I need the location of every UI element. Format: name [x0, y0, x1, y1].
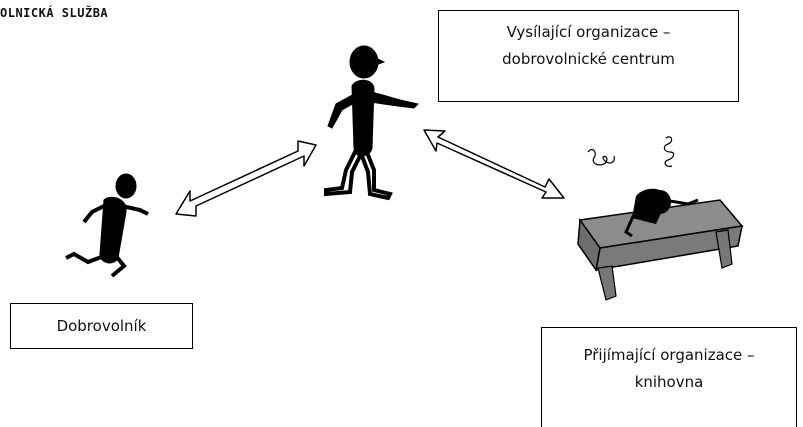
double-arrow-volunteer-sending-icon [175, 140, 317, 217]
page-header: OLNICKÁ SLUŽBA [0, 6, 109, 20]
volunteer-box: Dobrovolník [10, 303, 193, 349]
sending-organization-box: Vysílající organizace – dobrovolnické ce… [438, 10, 739, 102]
receiving-organization-line2: knihovna [634, 373, 704, 391]
receiving-organization-box: Přijímající organizace – knihovna [541, 327, 797, 427]
sending-organization-line2: dobrovolnické centrum [502, 50, 675, 68]
receiving-organization-line1: Přijímající organizace – [583, 346, 755, 364]
running-stick-figure-icon [65, 173, 149, 278]
stick-figure-at-desk-icon [577, 136, 744, 301]
double-arrow-sending-receiving-icon [423, 129, 565, 199]
volunteer-label: Dobrovolník [56, 317, 147, 335]
pointing-stick-figure-icon [324, 45, 419, 201]
sending-organization-line1: Vysílající organizace – [506, 23, 671, 41]
